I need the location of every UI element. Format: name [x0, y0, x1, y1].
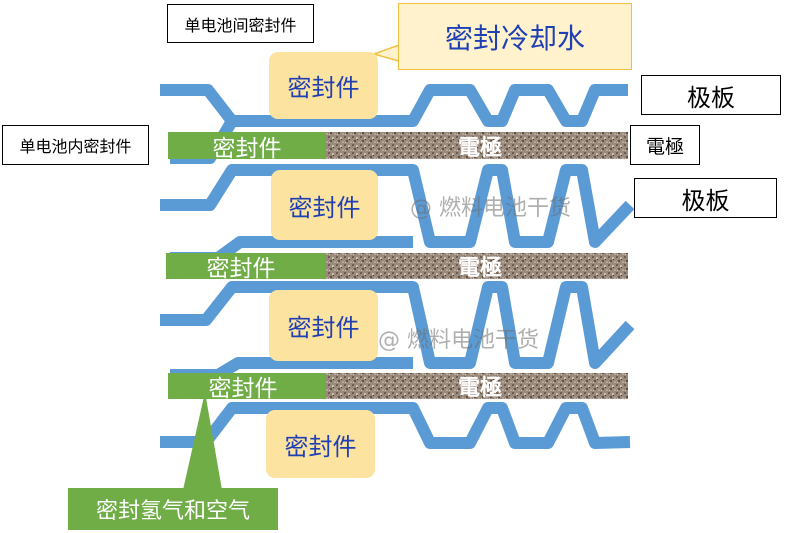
gas-seal-pointer	[183, 392, 222, 490]
plate-label-1: 极板	[641, 75, 781, 115]
seal-gas-label: 密封氢气和空气	[68, 488, 278, 530]
gasket-4-text: 密封件	[284, 432, 357, 461]
plate-line-3	[160, 281, 635, 369]
electrode-strip-2-label: 電極	[400, 253, 560, 281]
gasket-4: 密封件	[266, 410, 375, 478]
electrode-strip-2-text: 電極	[457, 256, 502, 281]
electrode-strip-1-label: 電極	[400, 132, 560, 161]
seal-strip-3	[168, 373, 326, 399]
seal-strip-1-text: 密封件	[212, 135, 282, 162]
plate-line-4	[160, 402, 631, 449]
coolant-seal-callout: 密封冷却水	[398, 3, 632, 70]
seal-strip-2	[166, 253, 326, 279]
electrode-strip-1	[326, 132, 628, 159]
gasket-3: 密封件	[269, 290, 378, 361]
electrode-strip-1-text: 電極	[457, 135, 502, 161]
electrode-strip-2	[326, 253, 628, 279]
seal-strip-3-text: 密封件	[208, 376, 278, 402]
seal-strip-2-text: 密封件	[206, 256, 276, 282]
plate-line-1	[160, 84, 628, 127]
seal-strip-3-label: 密封件	[168, 373, 318, 402]
coolant-seal-label: 密封冷却水	[444, 21, 585, 55]
gasket-2-text: 密封件	[288, 193, 361, 222]
electrode-strip-3-text: 電極	[457, 376, 502, 401]
seal-strip-1-label: 密封件	[168, 132, 326, 162]
electrode-side-text: 電極	[645, 135, 684, 158]
electrode-side-label: 電極	[630, 125, 700, 165]
gasket-1: 密封件	[269, 52, 378, 119]
inter-cell-seal-text: 单电池间密封件	[184, 15, 297, 35]
gasket-3-text: 密封件	[287, 314, 360, 342]
gasket-1-text: 密封件	[287, 74, 360, 102]
mea-layers	[166, 132, 628, 399]
intra-cell-seal-text: 单电池内密封件	[19, 137, 132, 156]
seal-strip-1	[168, 132, 326, 159]
inter-cell-seal-label: 单电池间密封件	[167, 4, 314, 43]
electrode-strip-3-label: 電極	[400, 373, 560, 401]
watermark-1: @ 燃料电池干货	[410, 190, 571, 222]
plate-line-2	[160, 164, 635, 248]
electrode-strip-3	[326, 373, 628, 399]
plate-label-2-text: 极板	[681, 186, 730, 215]
watermark-2: @ 燃料电池干货	[378, 322, 539, 354]
plate-label-2: 极板	[634, 178, 777, 218]
intra-cell-seal-label: 单电池内密封件	[2, 125, 149, 165]
watermark-2-text: @ 燃料电池干货	[378, 328, 539, 353]
watermark-1-text: @ 燃料电池干货	[410, 196, 571, 221]
seal-gas-text: 密封氢气和空气	[95, 499, 250, 524]
gasket-2: 密封件	[271, 170, 378, 240]
seal-strip-2-label: 密封件	[166, 253, 316, 282]
plate-label-1-text: 极板	[687, 83, 735, 112]
